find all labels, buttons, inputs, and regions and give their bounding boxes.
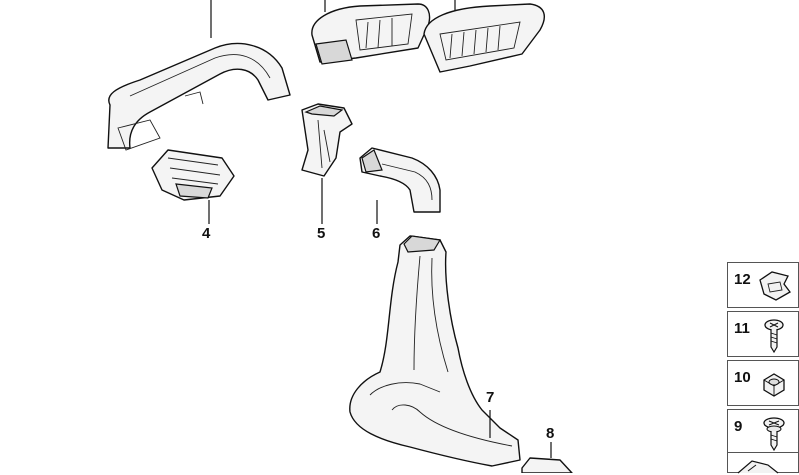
legend-item-12: 12 [727, 262, 799, 308]
air-duct-part-1 [107, 0, 291, 151]
bracket-plate-icon [737, 460, 779, 474]
legend-number: 9 [734, 418, 743, 435]
hex-nut-icon [763, 373, 785, 397]
legend-item-9: 9 [727, 409, 799, 455]
callout-4: 4 [202, 225, 211, 242]
legend-number: 10 [734, 369, 751, 386]
legend-number: 11 [734, 320, 750, 337]
callout-6: 6 [372, 225, 381, 242]
vent-housing-part-2 [311, 0, 431, 65]
plate-part-8 [521, 442, 573, 473]
callout-7: 7 [486, 389, 495, 406]
callout-5: 5 [317, 225, 326, 242]
grille-vent-part-3 [423, 0, 546, 73]
collar-screw-icon [763, 417, 785, 452]
callout-8: 8 [546, 425, 555, 442]
legend-number: 12 [734, 271, 751, 288]
air-vent-part-4 [151, 149, 235, 224]
duct-connector-part-5 [301, 103, 353, 224]
angled-duct-part-6 [359, 147, 441, 224]
legend-item-10: 10 [727, 360, 799, 406]
legend-item-plate [727, 452, 799, 474]
floor-duct-part-7 [349, 235, 521, 467]
clip-nut-icon [759, 271, 791, 301]
legend-item-11: 11 [727, 311, 799, 357]
screw-icon [764, 319, 784, 354]
